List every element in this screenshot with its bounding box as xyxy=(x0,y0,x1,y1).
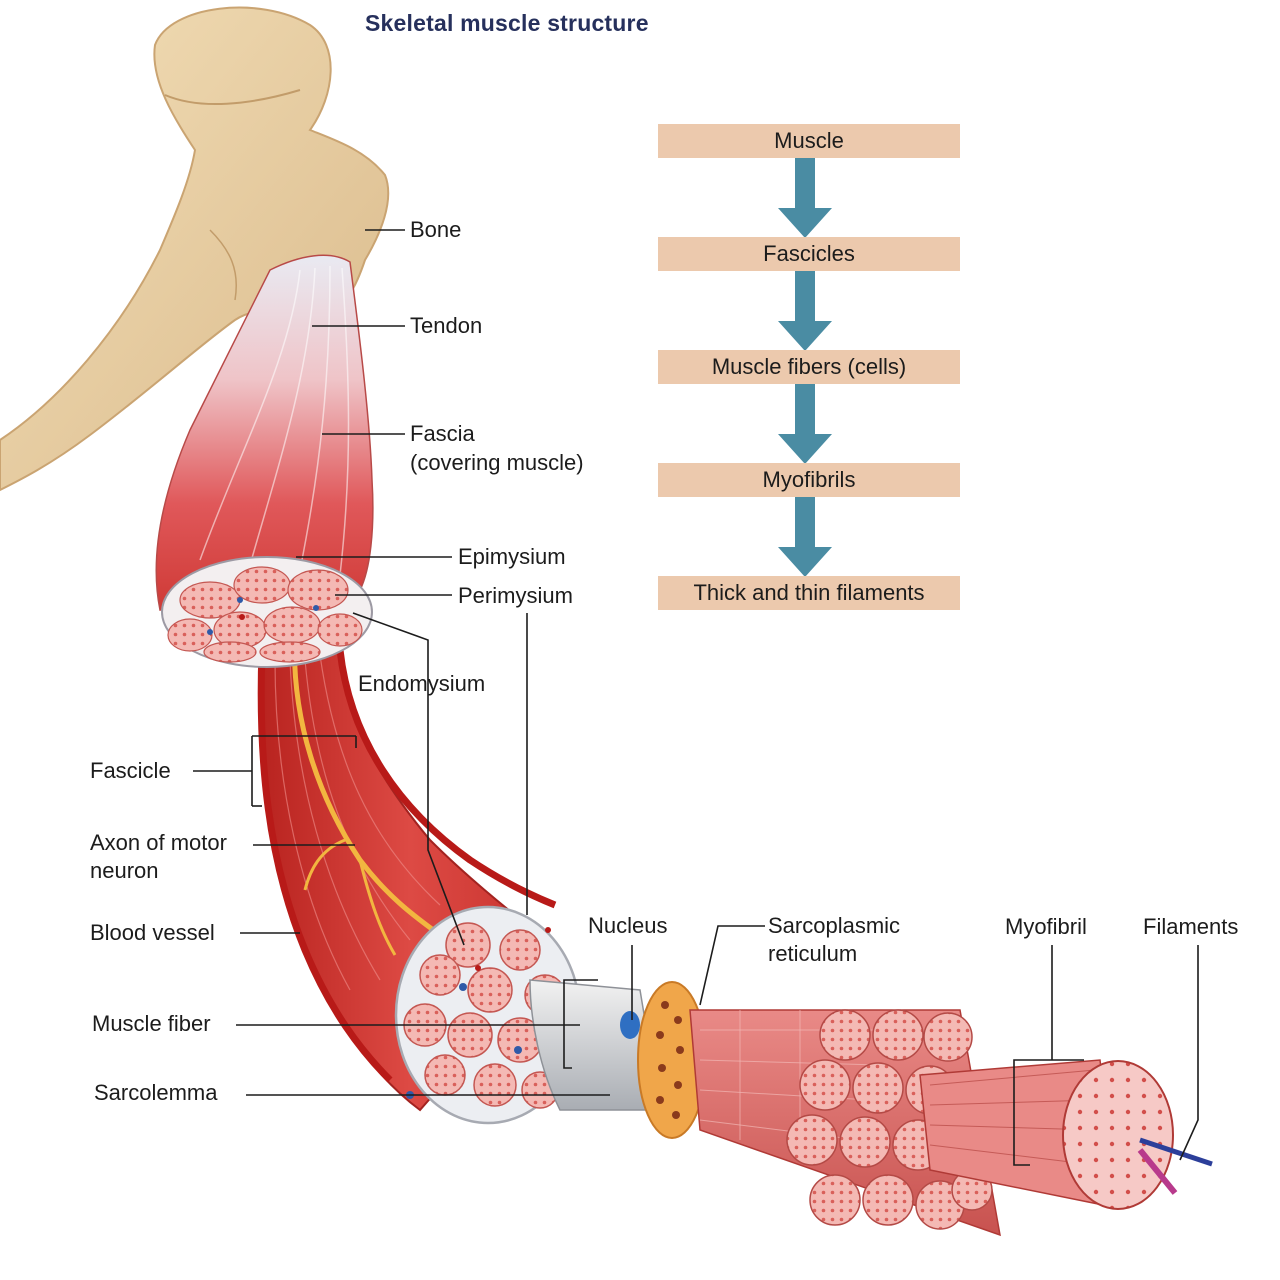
label-muscle-fiber: Muscle fiber xyxy=(92,1011,211,1036)
label-nucleus: Nucleus xyxy=(588,913,668,938)
label-myofibril: Myofibril xyxy=(1005,914,1087,939)
label-sarcolemma: Sarcolemma xyxy=(94,1080,218,1105)
muscle-cross-section xyxy=(161,556,373,668)
label-reticulum: reticulum xyxy=(768,941,858,966)
flow-box-fascicles: Fascicles xyxy=(658,237,960,271)
label-bone: Bone xyxy=(410,217,462,242)
leader-lines xyxy=(193,229,1199,1166)
label-epimysium: Epimysium xyxy=(458,544,566,569)
label-endomysium: Endomysium xyxy=(358,671,486,696)
label-blood-vessel: Blood vessel xyxy=(90,920,215,945)
flow-box-muscle-fibers: Muscle fibers (cells) xyxy=(658,350,960,384)
label-fascia-detail: (covering muscle) xyxy=(410,450,584,475)
flow-arrow-3 xyxy=(778,384,832,464)
bone-illustration xyxy=(0,6,390,492)
flow-arrow-1 xyxy=(778,158,832,238)
label-fascicle: Fascicle xyxy=(90,758,171,783)
flow-arrows xyxy=(778,158,832,577)
flow-box-muscle: Muscle xyxy=(658,124,960,158)
muscle-belly-illustration xyxy=(155,254,374,611)
muscle-fiber-illustration xyxy=(529,979,707,1139)
single-myofibril-illustration xyxy=(919,1059,1213,1210)
label-axon: Axon of motor xyxy=(90,830,227,855)
label-filaments: Filaments xyxy=(1143,914,1239,939)
label-fascia: Fascia xyxy=(410,421,475,446)
myofibril-bundle-illustration xyxy=(689,1009,1001,1237)
label-axon-neuron: neuron xyxy=(90,858,159,883)
flow-arrow-2 xyxy=(778,271,832,351)
label-perimysium: Perimysium xyxy=(458,583,573,608)
diagram-title: Skeletal muscle structure xyxy=(365,10,649,36)
label-sarcoplasmic: Sarcoplasmic xyxy=(768,913,901,938)
label-tendon: Tendon xyxy=(410,313,483,338)
flow-box-myofibrils: Myofibrils xyxy=(658,463,960,497)
flow-arrow-4 xyxy=(778,497,832,577)
flow-box-filaments: Thick and thin filaments xyxy=(658,576,960,610)
